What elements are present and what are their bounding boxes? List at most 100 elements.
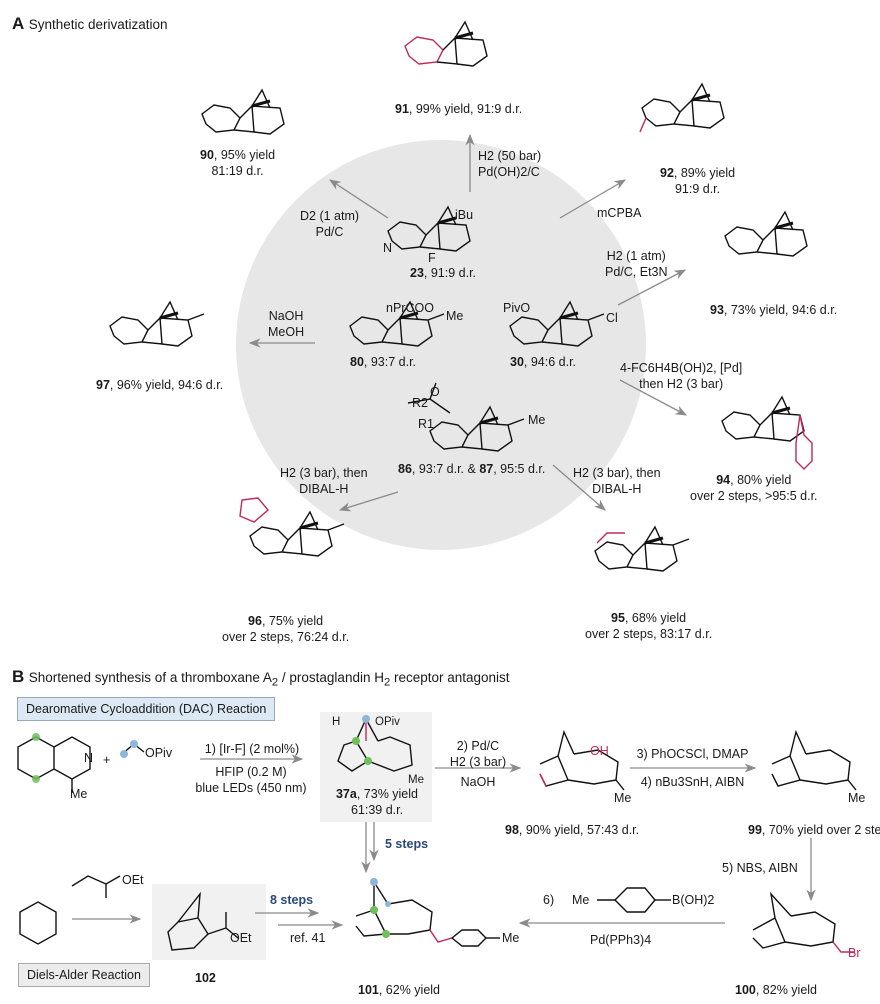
label-91: 91, 99% yield, 91:9 d.r. [395, 102, 523, 116]
panel-a-header: A Synthetic derivatization [12, 14, 168, 34]
arrow-to-96 [338, 491, 399, 512]
c37a-h: H [332, 716, 341, 728]
step5: 5) NBS, AIBN [722, 861, 798, 875]
c98-oh: OH [590, 744, 609, 758]
label-80: 80, 93:7 d.r. [350, 355, 417, 369]
arrow-to-93 [617, 269, 687, 306]
arrow-to-90 [329, 179, 389, 219]
structure-23 [387, 205, 471, 252]
structure-95 [594, 525, 690, 572]
label-101: 101, 62% yield [358, 983, 441, 997]
structure-94 [721, 395, 813, 470]
step1-top: 1) [Ir-F] (2 mol%) [204, 742, 300, 756]
step2-bottom: NaOH [460, 775, 496, 789]
structure-92 [639, 82, 725, 133]
panel-a-title: Synthetic derivatization [28, 17, 168, 32]
eight-steps-label: 8 steps [270, 893, 314, 907]
panel-b-title: Shortened synthesis of a thromboxane A2 … [28, 670, 510, 689]
step34-top: 3) PhOCSCl, DMAP [636, 747, 749, 761]
c86-r1: R1 [418, 417, 434, 431]
arrow-to-92 [559, 179, 627, 219]
structure-93 [724, 210, 808, 257]
step6-me: Me [572, 893, 590, 907]
ref-41-label: ref. 41 [290, 931, 326, 945]
arrow-to-94 [619, 379, 688, 416]
structure-98 [539, 729, 625, 791]
label-97: 97, 96% yield, 94:6 d.r. [96, 378, 224, 392]
panel-a-scheme [109, 20, 813, 572]
vinyl-opiv: OPiv [145, 746, 173, 760]
structure-91 [404, 20, 488, 67]
arrow-to-95 [552, 464, 606, 511]
step6-num: 6) [543, 893, 555, 907]
structure-cyclohexadiene [19, 901, 57, 945]
c37a-opiv: OPiv [375, 716, 400, 728]
label-98: 98, 90% yield, 57:43 d.r. [505, 823, 640, 837]
conditions-94: 4-FC6H4B(OH)2, [Pd]then H2 (3 bar) [620, 361, 743, 391]
conditions-92: mCPBA [597, 206, 642, 220]
structure-isoquinoline [17, 733, 91, 793]
isoquinoline-me: Me [70, 787, 88, 801]
structure-ethyl-acrylate [71, 875, 121, 898]
c99-me: Me [848, 791, 866, 805]
step6-boronic: B(OH)2 [672, 893, 715, 907]
c101-me: Me [502, 931, 520, 945]
c80-me: Me [446, 309, 464, 323]
acrylate-oet: OEt [122, 873, 144, 887]
isoquinoline-n: N [84, 751, 94, 765]
c30-cl: Cl [606, 311, 618, 325]
structure-37a [337, 715, 413, 772]
diels-alder-box: Diels-Alder Reaction [18, 963, 150, 987]
step34-bottom: 4) nBu3SnH, AIBN [640, 775, 745, 789]
structure-97 [109, 300, 205, 347]
c23-n: N [383, 241, 393, 255]
structure-80 [349, 300, 445, 347]
label-99: 99, 70% yield over 2 steps [748, 823, 880, 837]
step1-bottom: HFIP (0.2 M)blue LEDs (450 nm) [195, 765, 307, 795]
structure-30 [509, 300, 605, 347]
structure-96 [239, 497, 345, 557]
label-23: 23, 91:9 d.r. [410, 266, 477, 280]
panel-b-letter: B [12, 667, 25, 686]
c86-r2: R2 [412, 396, 428, 410]
c80-sub: nPrCOO [386, 301, 434, 315]
c86-o: O [430, 385, 440, 399]
c37a-highlight-bg [320, 712, 432, 822]
structure-102 [167, 891, 239, 951]
structure-vinyl-pivalate [120, 740, 145, 758]
structure-86-87 [407, 382, 525, 452]
panel-a-letter: A [12, 14, 25, 33]
c30-sub: PivO [503, 301, 531, 315]
structure-tolylboronic-acid [597, 887, 671, 913]
c23-f: F [428, 251, 436, 265]
structure-99 [771, 729, 857, 791]
structure-90 [201, 88, 285, 135]
c23-ibu: iBu [455, 208, 474, 222]
conditions-90: D2 (1 atm)Pd/C [300, 209, 360, 239]
structure-100 [752, 891, 855, 953]
label-30: 30, 94:6 d.r. [510, 355, 577, 369]
label-93: 93, 73% yield, 94:6 d.r. [710, 303, 838, 317]
c86-me: Me [528, 413, 546, 427]
step6-bottom: Pd(PPh3)4 [590, 933, 652, 947]
label-100: 100, 82% yield [735, 983, 818, 997]
conditions-91: H2 (50 bar)Pd(OH)2/C [478, 149, 542, 179]
c100-br: Br [848, 946, 861, 960]
label-86-87: 86, 93:7 d.r. & 87, 95:5 d.r. [398, 462, 546, 476]
five-steps-label: 5 steps [385, 837, 429, 851]
c98-me: Me [614, 791, 632, 805]
dac-reaction-box: Dearomative Cycloaddition (DAC) Reaction [17, 697, 276, 721]
label-102: 102 [195, 971, 216, 985]
structure-101 [355, 878, 500, 947]
